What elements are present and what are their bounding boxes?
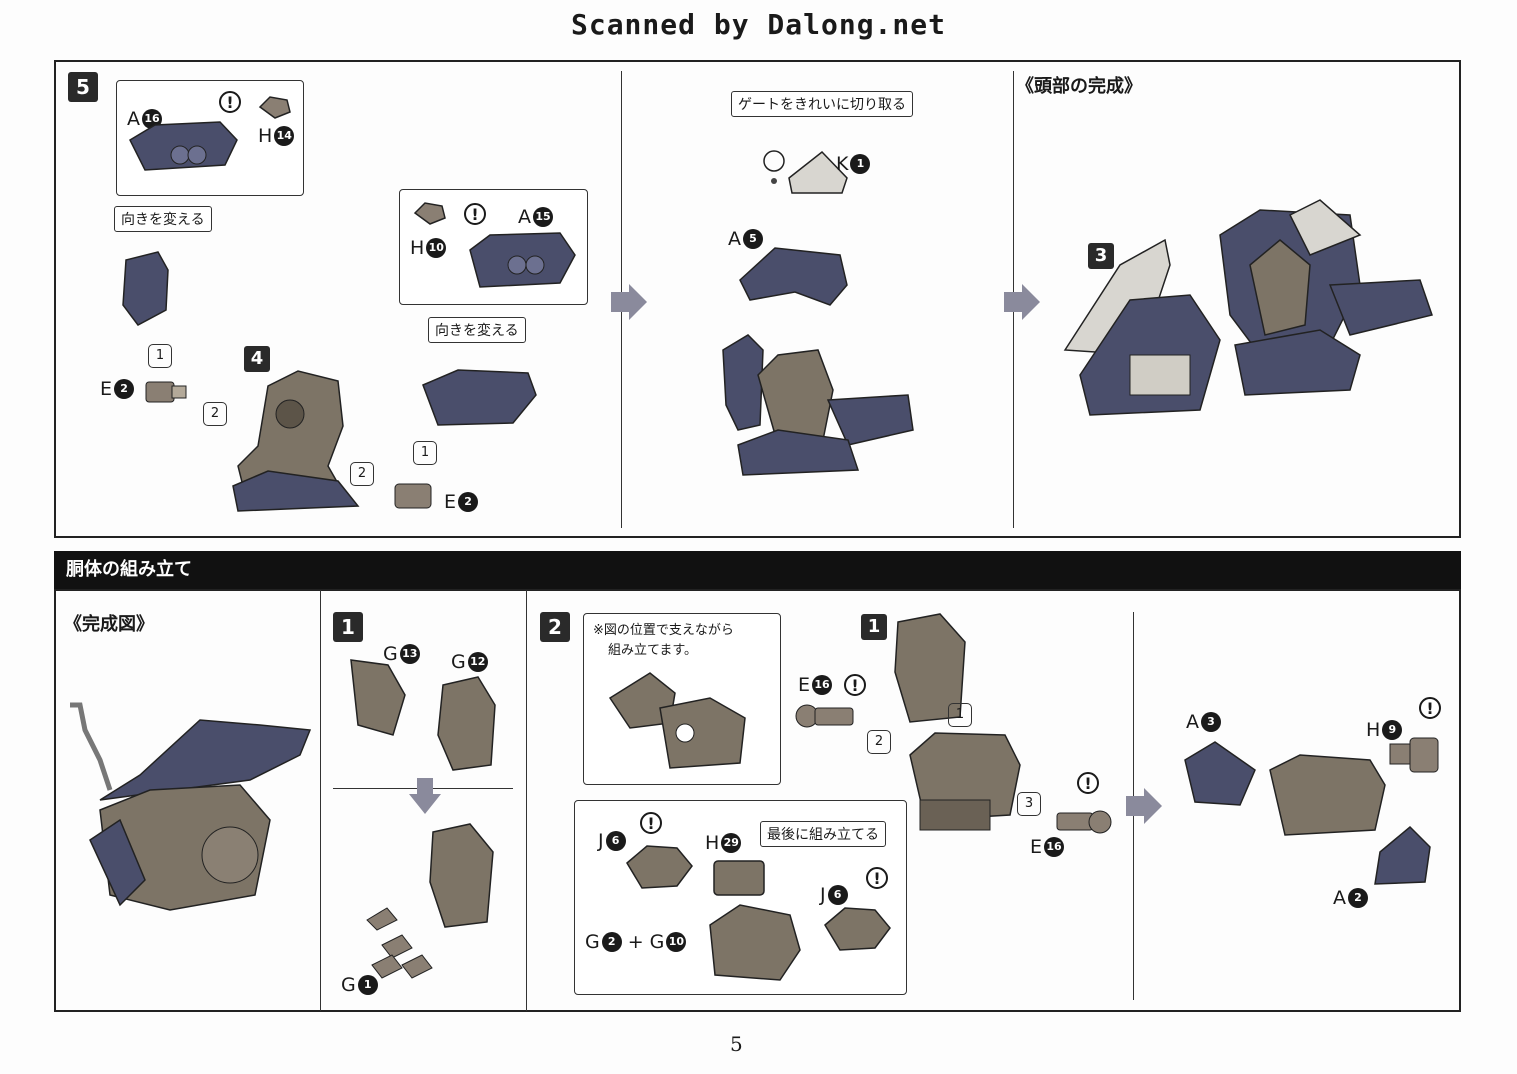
support-note-line1: ※図の位置で支えながら — [593, 623, 734, 638]
armor-side-right-illustration — [422, 369, 537, 426]
step-number-1: 1 — [333, 612, 363, 642]
joint-e2-left-illustration — [145, 381, 187, 403]
frame-part-g13-illustration — [350, 659, 406, 736]
small-parts-g1-illustration — [366, 907, 433, 979]
joint-part-h9-illustration — [1389, 737, 1439, 773]
sub-step-1-hexagon: 1 — [948, 703, 972, 727]
hip-block-illustration — [709, 904, 801, 981]
warning-icon: ! — [866, 867, 888, 889]
frame-part-g12-illustration — [437, 676, 496, 771]
clip-part-h14-illustration — [258, 96, 291, 119]
warning-icon: ! — [1419, 697, 1441, 719]
support-note-line2: 組み立てます。 — [608, 643, 698, 658]
head-complete-title: 《頭部の完成》 — [1016, 76, 1142, 97]
warning-icon: ! — [844, 674, 866, 696]
frame-assembled-illustration — [429, 823, 494, 928]
armor-part-a2-illustration — [1374, 825, 1431, 885]
clip-part-h10-illustration — [413, 202, 446, 225]
next-step-arrow-icon — [1004, 284, 1040, 320]
armor-side-left-illustration — [122, 251, 169, 326]
warning-icon: ! — [219, 91, 241, 113]
next-step-arrow-icon — [1126, 788, 1162, 824]
joint-e16-top-illustration — [795, 704, 854, 728]
head-complete-illustration — [1063, 199, 1433, 416]
step-ref-4: 4 — [244, 346, 270, 372]
step-ref-3: 3 — [1088, 243, 1114, 269]
joint-e2-right-illustration — [394, 483, 432, 509]
warning-icon: ! — [640, 812, 662, 834]
page-number: 5 — [730, 1032, 743, 1056]
head-frame-illustration — [232, 370, 360, 512]
sub-step-2-hexagon: 2 — [203, 402, 227, 426]
callout-gate-note: ゲートをきれいに切り取る — [731, 91, 913, 117]
warning-icon: ! — [1077, 772, 1099, 794]
sub-step-2-hexagon: 2 — [350, 462, 374, 486]
sub-step-3-hexagon: 3 — [1017, 792, 1041, 816]
torso-frame-upper-illustration — [894, 613, 966, 723]
callout-turn-direction: 向きを変える — [114, 206, 212, 232]
crest-part-k1-illustration — [788, 150, 848, 194]
scan-credit: Scanned by Dalong.net — [570, 8, 946, 41]
body-assembly-bar: 胴体の組み立て — [54, 551, 1461, 589]
support-position-illustration — [608, 672, 746, 769]
panel-divider — [320, 590, 321, 1011]
joint-part-j6-right-illustration — [824, 907, 891, 951]
armor-part-a16-illustration — [129, 121, 238, 171]
body-complete-illustration — [70, 702, 312, 911]
torso-frame-lower-illustration — [909, 732, 1021, 831]
callout-last-assemble: 最後に組み立てる — [760, 821, 886, 847]
warning-icon: ! — [464, 203, 486, 225]
sub-step-2-hexagon: 2 — [867, 730, 891, 754]
step-ref-1: 1 — [861, 614, 887, 640]
head-assembly-mid-illustration — [722, 334, 914, 476]
gate-trim-icon — [763, 150, 785, 184]
joint-part-j6-left-illustration — [626, 845, 693, 889]
block-part-h29-illustration — [713, 860, 765, 896]
helmet-part-a5-illustration — [739, 247, 848, 306]
down-arrow-icon — [409, 778, 441, 814]
panel-divider — [526, 590, 527, 1011]
step-number-5: 5 — [68, 72, 98, 102]
torso-assembled-illustration — [1269, 754, 1386, 836]
armor-part-a3-illustration — [1184, 741, 1256, 806]
joint-e16-bottom-illustration — [1056, 810, 1112, 834]
callout-turn-direction: 向きを変える — [428, 317, 526, 343]
next-step-arrow-icon — [611, 284, 647, 320]
sub-step-1-hexagon: 1 — [148, 344, 172, 368]
armor-part-a15-illustration — [469, 232, 576, 288]
step-number-2: 2 — [540, 612, 570, 642]
body-complete-title: 《完成図》 — [64, 614, 154, 635]
sub-step-1-hexagon: 1 — [413, 441, 437, 465]
